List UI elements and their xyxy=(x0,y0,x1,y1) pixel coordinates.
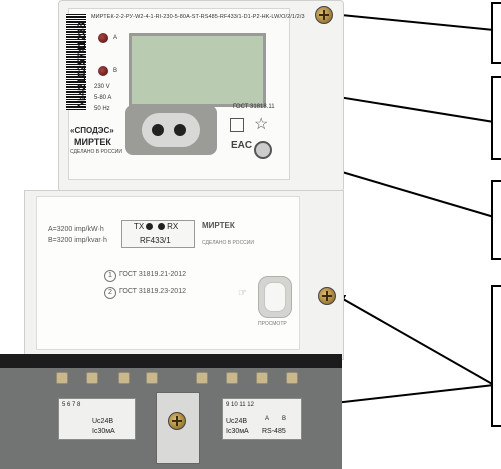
meter-constant-active: A=3200 imp/kW·h xyxy=(48,226,104,233)
terminal-screw-7 xyxy=(256,372,268,384)
eac-mark-icon: EAC xyxy=(231,140,253,151)
gost-1: ГОСТ 31819.21-2012 xyxy=(119,271,186,278)
made-in-russia: СДЕЛАНО В РОССИИ xyxy=(70,149,122,155)
tx-rx-row: TX RX xyxy=(134,222,179,231)
terminal-screw-4 xyxy=(146,372,158,384)
cover-made-in: СДЕЛАНО В РОССИИ xyxy=(202,240,254,246)
aux-terminal-left xyxy=(58,398,136,440)
terminal-screw-8 xyxy=(286,372,298,384)
callout-box-4 xyxy=(491,285,501,427)
aux-left-current: Ic30мА xyxy=(92,428,115,435)
led-a-icon xyxy=(98,33,108,43)
gost-2: ГОСТ 31819.23-2012 xyxy=(119,288,186,295)
aux-right-current: Ic30мА xyxy=(226,428,249,435)
brand-mirtek: МИРТЕК xyxy=(74,137,111,147)
barcode-icon xyxy=(66,14,86,110)
led-b-label: B xyxy=(113,68,118,74)
terminal-center-post xyxy=(156,392,200,464)
double-insulation-icon xyxy=(230,118,244,132)
terminal-screw-5 xyxy=(196,372,208,384)
optical-port-inner xyxy=(142,113,200,147)
optical-hole-right-icon xyxy=(174,124,186,136)
seal-icon xyxy=(254,141,272,159)
arrow-cover-screw xyxy=(335,294,495,386)
current-rating: 5-80 A xyxy=(94,95,112,101)
callout-box-1 xyxy=(491,2,501,64)
meter-constant-reactive: B=3200 imp/kvar·h xyxy=(48,237,107,244)
class-icon-1: 1 xyxy=(104,270,116,282)
class-icon-2: 2 xyxy=(104,287,116,299)
terminal-screw-6 xyxy=(226,372,238,384)
star-icon: ☆ xyxy=(254,116,269,133)
led-b-icon xyxy=(98,66,108,76)
lcd-display xyxy=(129,33,266,107)
serial-number: №421025741238 xyxy=(76,22,88,108)
gost-standard: ГОСТ 31818.11 xyxy=(233,104,275,110)
aux-right-voltage: Uc24B xyxy=(226,418,248,425)
top-seal-screw-icon xyxy=(315,6,333,24)
model-string: МИРТЕК-2-2-РУ-W2-4-1-RI-230-5-80A-ST-RS4… xyxy=(91,14,305,20)
voltage-rating: 230 V xyxy=(94,84,110,90)
rs485-b: B xyxy=(282,416,287,422)
led-a-label: A xyxy=(113,35,118,41)
callout-box-2 xyxy=(491,76,501,160)
cover-brand: МИРТЕК xyxy=(202,221,235,230)
cover-seal-screw-icon xyxy=(318,287,336,305)
rs485-a: A xyxy=(265,416,270,422)
aux-right-pins: 9 10 11 12 xyxy=(226,402,254,408)
terminal-screw-1 xyxy=(56,372,68,384)
aux-left-voltage: Uc24B xyxy=(92,418,114,425)
terminal-screw-3 xyxy=(118,372,130,384)
callout-box-3 xyxy=(491,180,501,260)
aux-left-pins: 5 6 7 8 xyxy=(62,402,81,408)
hand-pointer-icon: ☞ xyxy=(238,288,247,299)
frequency-rating: 50 Hz xyxy=(94,106,110,112)
optical-hole-left-icon xyxy=(152,124,164,136)
view-button[interactable] xyxy=(264,282,286,312)
rs485-label: RS-485 xyxy=(262,428,286,435)
arrow-top-screw xyxy=(330,9,495,31)
view-button-label: ПРОСМОТР xyxy=(258,321,287,327)
terminal-screw-2 xyxy=(86,372,98,384)
tx-led-icon xyxy=(146,223,154,231)
radio-module-label: RF433/1 xyxy=(140,236,171,245)
brand-spodes: «СПОДЭС» xyxy=(70,126,114,135)
rx-led-icon xyxy=(157,223,165,231)
aux-terminal-right xyxy=(222,398,302,440)
terminal-cover-screw-icon xyxy=(168,412,186,430)
